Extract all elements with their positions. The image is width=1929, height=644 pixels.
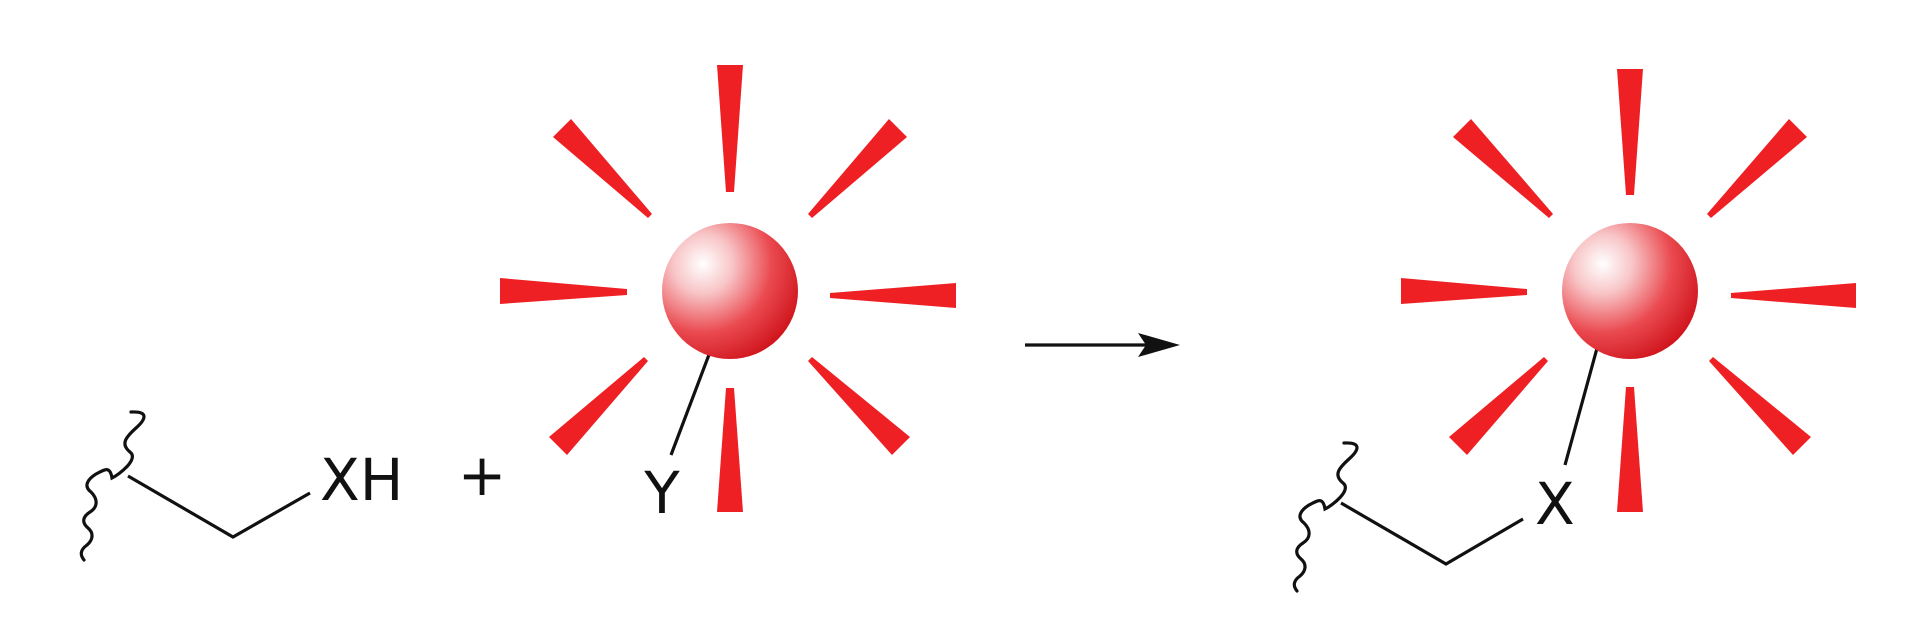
ray-left (1401, 278, 1527, 304)
ray-upper-right (808, 119, 907, 218)
carbon-chain-bond (1340, 501, 1524, 566)
squiggle-attachment-icon (79, 410, 146, 562)
fluorescence-rays (500, 65, 956, 512)
reaction-arrow (1025, 333, 1180, 357)
ray-lower-left (1449, 357, 1548, 455)
product-linker-bond (1563, 340, 1601, 466)
ray-left (500, 278, 627, 304)
ray-lower-right (1709, 357, 1811, 455)
substrate-group-label: XH (320, 446, 403, 514)
linked-atom-label: X (1535, 470, 1575, 538)
squiggle-attachment-icon (1292, 441, 1359, 593)
product-molecule: X (1292, 69, 1856, 593)
ray-bottom (717, 388, 743, 512)
ray-right (1731, 283, 1856, 308)
ray-upper-right (1707, 119, 1807, 218)
ray-upper-left (553, 119, 652, 218)
fluorescence-rays-product (1401, 69, 1856, 512)
ray-lower-left (549, 357, 648, 455)
substrate-molecule: XH (79, 410, 403, 562)
ray-bottom (1617, 387, 1643, 512)
fluorophore-sphere (1562, 223, 1698, 359)
ray-top (717, 65, 743, 192)
ray-lower-right (808, 357, 910, 455)
probe-linker-bond (669, 351, 712, 456)
ray-upper-left (1453, 119, 1553, 218)
fluorophore-sphere (662, 223, 798, 359)
carbon-chain-bond (127, 474, 311, 539)
plus-sign: + (458, 441, 507, 509)
arrow-head-icon (1138, 333, 1180, 357)
leaving-group-label: Y (643, 459, 680, 527)
ray-top (1617, 69, 1643, 195)
probe-reactant: Y (500, 65, 956, 527)
ray-right (830, 283, 956, 308)
